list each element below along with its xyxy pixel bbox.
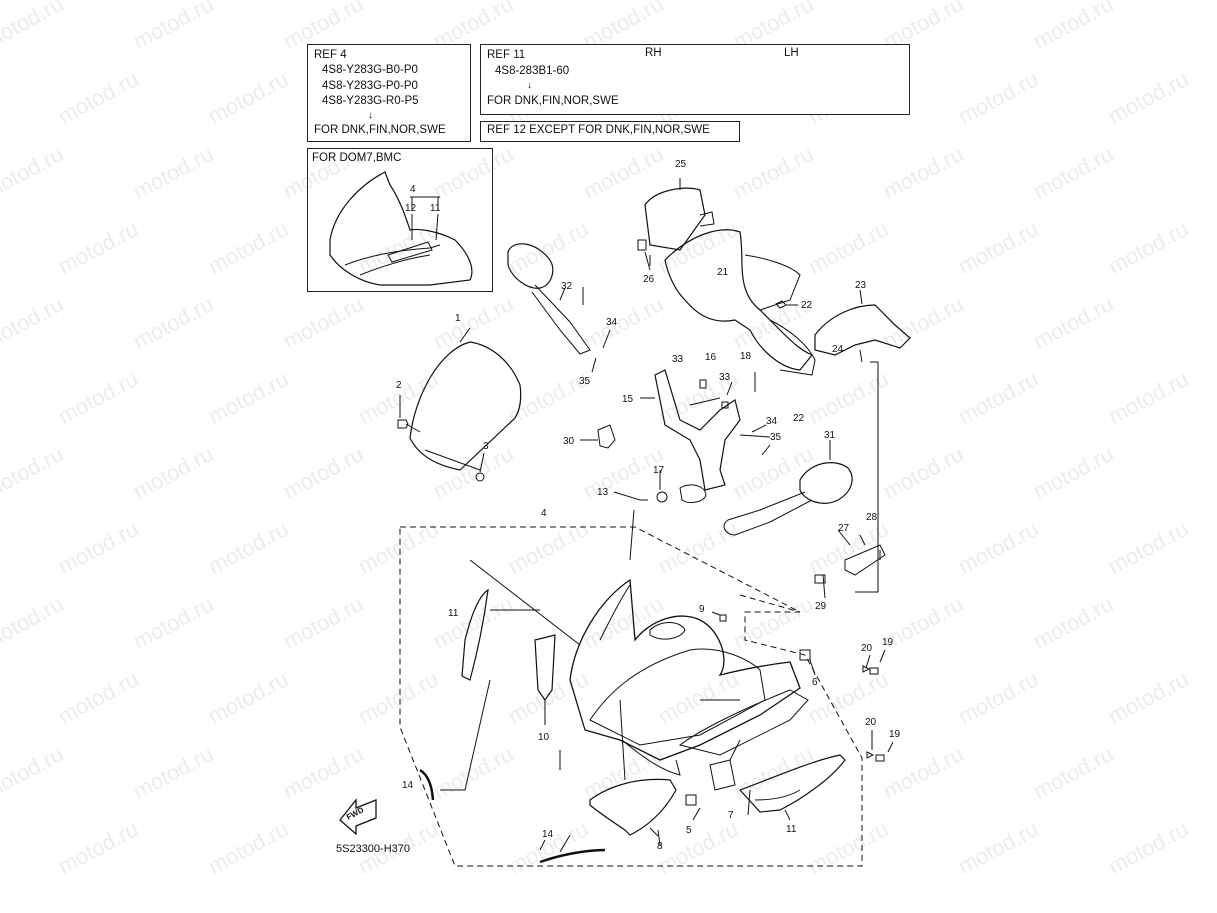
callout-9: 9 xyxy=(699,604,705,615)
damper-7 xyxy=(709,759,736,791)
main-cowling-outline xyxy=(569,578,801,761)
bracket-30 xyxy=(580,424,616,449)
ref4-code-1: 4S8-Y283G-B0-P0 xyxy=(322,64,418,76)
callout-6: 6 xyxy=(812,677,818,688)
callout-3: 3 xyxy=(483,441,489,452)
callout-22-top: 22 xyxy=(801,300,813,311)
ref11-note: FOR DNK,FIN,NOR,SWE xyxy=(487,95,619,107)
callout-20-top: 20 xyxy=(861,643,873,654)
dom-fairing-drawing xyxy=(329,171,473,286)
callout-27: 27 xyxy=(838,523,850,534)
side-panel-11-right xyxy=(738,754,846,813)
callout-4: 4 xyxy=(541,508,547,519)
ref11-lh-label: LH xyxy=(784,47,799,59)
bracket-27-28 xyxy=(844,534,886,576)
callout-21: 21 xyxy=(717,267,729,278)
ref4-title: REF 4 xyxy=(314,49,347,61)
ref4-arrow: ↓ xyxy=(368,110,373,121)
ref11-rh-label: RH xyxy=(645,47,662,59)
dom-box xyxy=(307,148,493,292)
stay-15 xyxy=(654,369,741,491)
callout-19-bottom: 19 xyxy=(889,729,901,740)
callout-8: 8 xyxy=(657,841,663,852)
dom-label-12: 12 xyxy=(405,203,417,214)
ref4-note: FOR DNK,FIN,NOR,SWE xyxy=(314,124,446,136)
ref11-box xyxy=(480,44,910,115)
ref11-arrow: ↓ xyxy=(527,80,532,91)
callout-7: 7 xyxy=(728,810,734,821)
callout-20-bottom: 20 xyxy=(865,717,877,728)
callout-28: 28 xyxy=(866,512,878,523)
ref12-text: REF 12 EXCEPT FOR DNK,FIN,NOR,SWE xyxy=(487,124,710,136)
grommet-17 xyxy=(656,491,668,503)
ref11-title: REF 11 xyxy=(487,49,526,61)
ref4-box xyxy=(307,44,471,142)
wire-13 xyxy=(613,491,648,561)
callout-31: 31 xyxy=(824,430,836,441)
side-panel-11-left xyxy=(461,588,489,681)
callout-26: 26 xyxy=(643,274,655,285)
diagram-code: 5S23300-H370 xyxy=(336,843,411,855)
callout-10: 10 xyxy=(538,732,550,743)
callout-13: 13 xyxy=(597,487,609,498)
windscreen-part xyxy=(409,341,522,471)
callout-1: 1 xyxy=(455,313,461,324)
clip-5 xyxy=(685,794,697,806)
callout-34-top: 34 xyxy=(606,317,618,328)
assembly-outline-dashed xyxy=(399,526,863,867)
clip-6 xyxy=(799,649,816,676)
ref12-box xyxy=(480,121,740,142)
callout-5: 5 xyxy=(686,825,692,836)
ref11-code: 4S8-283B1-60 xyxy=(495,65,570,77)
assembly-outline-inner xyxy=(739,594,801,613)
mirror-31 xyxy=(799,462,853,504)
callout-23: 23 xyxy=(855,280,867,291)
panel-23 xyxy=(814,304,911,356)
callout-17: 17 xyxy=(653,465,665,476)
callout-19-top: 19 xyxy=(882,637,894,648)
dom-label-11: 11 xyxy=(430,203,441,214)
bracket-29 xyxy=(814,574,826,584)
callout-11-right: 11 xyxy=(786,824,797,835)
callout-33-left: 33 xyxy=(672,354,684,365)
fwd-arrow xyxy=(339,798,377,836)
callout-24: 24 xyxy=(832,344,844,355)
dom-label-4: 4 xyxy=(410,184,416,195)
panel-8 xyxy=(589,778,677,836)
callout-30: 30 xyxy=(563,436,575,447)
trim-14-left xyxy=(419,768,435,801)
screw-2 xyxy=(397,419,421,433)
callout-34-mid: 34 xyxy=(766,416,778,427)
callout-35-top: 35 xyxy=(579,376,591,387)
grommet-3 xyxy=(475,472,485,482)
callout-16: 16 xyxy=(705,352,717,363)
callout-11-left: 11 xyxy=(448,608,459,619)
ref4-code-2: 4S8-Y283G-P0-P0 xyxy=(322,80,418,92)
mirror-32 xyxy=(507,243,554,289)
callout-29: 29 xyxy=(815,601,827,612)
callout-18: 18 xyxy=(740,351,752,362)
callout-14-bottom: 14 xyxy=(542,829,554,840)
callout-25: 25 xyxy=(675,159,687,170)
callout-33-right: 33 xyxy=(719,372,731,383)
callout-2: 2 xyxy=(396,380,402,391)
trim-14-bottom xyxy=(539,848,606,864)
callout-32: 32 xyxy=(561,281,573,292)
callout-14-left: 14 xyxy=(402,780,414,791)
ref4-code-3: 4S8-Y283G-R0-P5 xyxy=(322,95,419,107)
panel-10 xyxy=(534,634,556,702)
bracket-25 xyxy=(644,187,706,251)
callout-15: 15 xyxy=(622,394,634,405)
callout-22-mid: 22 xyxy=(793,413,805,424)
callout-35-mid: 35 xyxy=(770,432,782,443)
dom-title: FOR DOM7,BMC xyxy=(312,152,402,164)
